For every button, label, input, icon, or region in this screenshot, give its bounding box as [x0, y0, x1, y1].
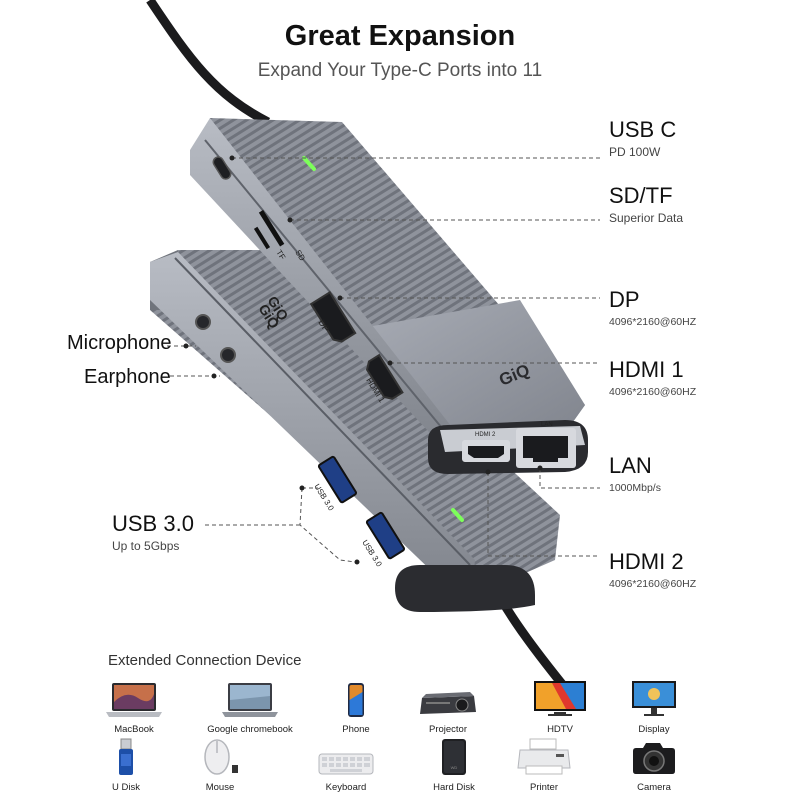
- devices-section-title: Extended Connection Device: [108, 652, 302, 669]
- callout-title: SD/TF: [609, 183, 673, 208]
- device-hdtv: HDTV: [500, 680, 620, 735]
- device-label: Google chromebook: [207, 724, 293, 735]
- tv-icon: [534, 681, 586, 716]
- printer-icon: [517, 738, 571, 775]
- laptop-icon: [106, 683, 162, 717]
- device-label: Printer: [530, 782, 558, 793]
- device-printer: Printer: [484, 738, 604, 793]
- page-title: Great Expansion: [284, 20, 516, 52]
- callout-earphone: Earphone: [84, 366, 171, 388]
- lower-hub: USB 3.0 USB 3.0 GiQ: [150, 250, 560, 612]
- callout-sub: PD 100W: [609, 145, 661, 159]
- device-label: Display: [638, 724, 670, 735]
- device-label: Phone: [342, 724, 370, 735]
- callout-hdmi-1: HDMI 1 4096*2160@60HZ: [609, 358, 696, 399]
- callout-title: USB 3.0: [112, 511, 194, 536]
- keyboard-icon: [318, 753, 374, 775]
- callout-title: DP: [609, 287, 640, 312]
- device-mouse: Mouse: [160, 738, 280, 793]
- phone-icon: [348, 683, 364, 717]
- device-macbook: MacBook: [74, 680, 194, 735]
- callout-usb-c: USB C PD 100W: [609, 117, 677, 160]
- device-label: Projector: [428, 724, 467, 735]
- lan-print: LAN: [541, 422, 553, 428]
- device-projector: Projector: [388, 680, 508, 735]
- svg-text:WD: WD: [451, 765, 458, 770]
- device-hard-disk: WD Hard Disk: [394, 738, 514, 793]
- device-label: MacBook: [114, 724, 154, 735]
- leader-dots: [183, 155, 543, 565]
- callout-sub: Superior Data: [609, 211, 684, 225]
- device-display: Display: [594, 680, 714, 735]
- hdmi2-print: HDMI 2: [475, 432, 496, 438]
- callout-sub: Up to 5Gbps: [112, 539, 180, 553]
- device-keyboard: Keyboard: [286, 738, 406, 793]
- callout-dp: DP 4096*2160@60HZ: [609, 288, 696, 329]
- callout-usb-3: USB 3.0 Up to 5Gbps: [112, 511, 194, 554]
- callout-title: LAN: [609, 453, 652, 478]
- callout-sd-tf: SD/TF Superior Data: [609, 183, 684, 226]
- callout-title: HDMI 1: [609, 357, 684, 382]
- projector-icon: [420, 692, 476, 714]
- device-u-disk: U Disk: [66, 738, 186, 793]
- callout-title: HDMI 2: [609, 549, 684, 574]
- device-label: HDTV: [547, 724, 573, 735]
- page-subtitle: Expand Your Type-C Ports into 11: [257, 60, 543, 81]
- device-label: Mouse: [205, 782, 235, 793]
- device-phone: Phone: [296, 680, 416, 735]
- device-label: Hard Disk: [433, 782, 475, 793]
- callout-sub: 4096*2160@60HZ: [609, 578, 697, 590]
- device-chromebook: Google chromebook: [190, 680, 310, 735]
- leader-lines: [167, 157, 600, 563]
- callout-lan: LAN 1000Mbp/s: [609, 454, 661, 495]
- callout-sub: 4096*2160@60HZ: [609, 386, 697, 398]
- callout-sub: 4096*2160@60HZ: [609, 316, 697, 328]
- upper-hub: TF SD DP HDMI 1 GiQ GiQ: [190, 118, 585, 460]
- callout-hdmi-2: HDMI 2 4096*2160@60HZ: [609, 550, 696, 591]
- top-cable: [146, 0, 271, 127]
- callout-microphone: Microphone: [67, 332, 172, 354]
- camera-icon: [633, 743, 675, 774]
- usb-drive-icon: [119, 738, 133, 775]
- monitor-icon: [632, 681, 676, 716]
- device-label: Camera: [637, 782, 671, 793]
- callout-title: USB C: [609, 117, 677, 142]
- device-label: U Disk: [112, 782, 140, 793]
- device-label: Keyboard: [325, 782, 367, 793]
- tf-print: TF: [274, 248, 287, 261]
- hard-disk-icon: WD: [442, 739, 466, 775]
- device-camera: Camera: [594, 738, 714, 793]
- end-face: HDMI 2 LAN: [428, 420, 588, 474]
- mouse-icon: [204, 739, 238, 775]
- callout-sub: 1000Mbp/s: [609, 482, 661, 494]
- chromebook-icon: [222, 683, 278, 717]
